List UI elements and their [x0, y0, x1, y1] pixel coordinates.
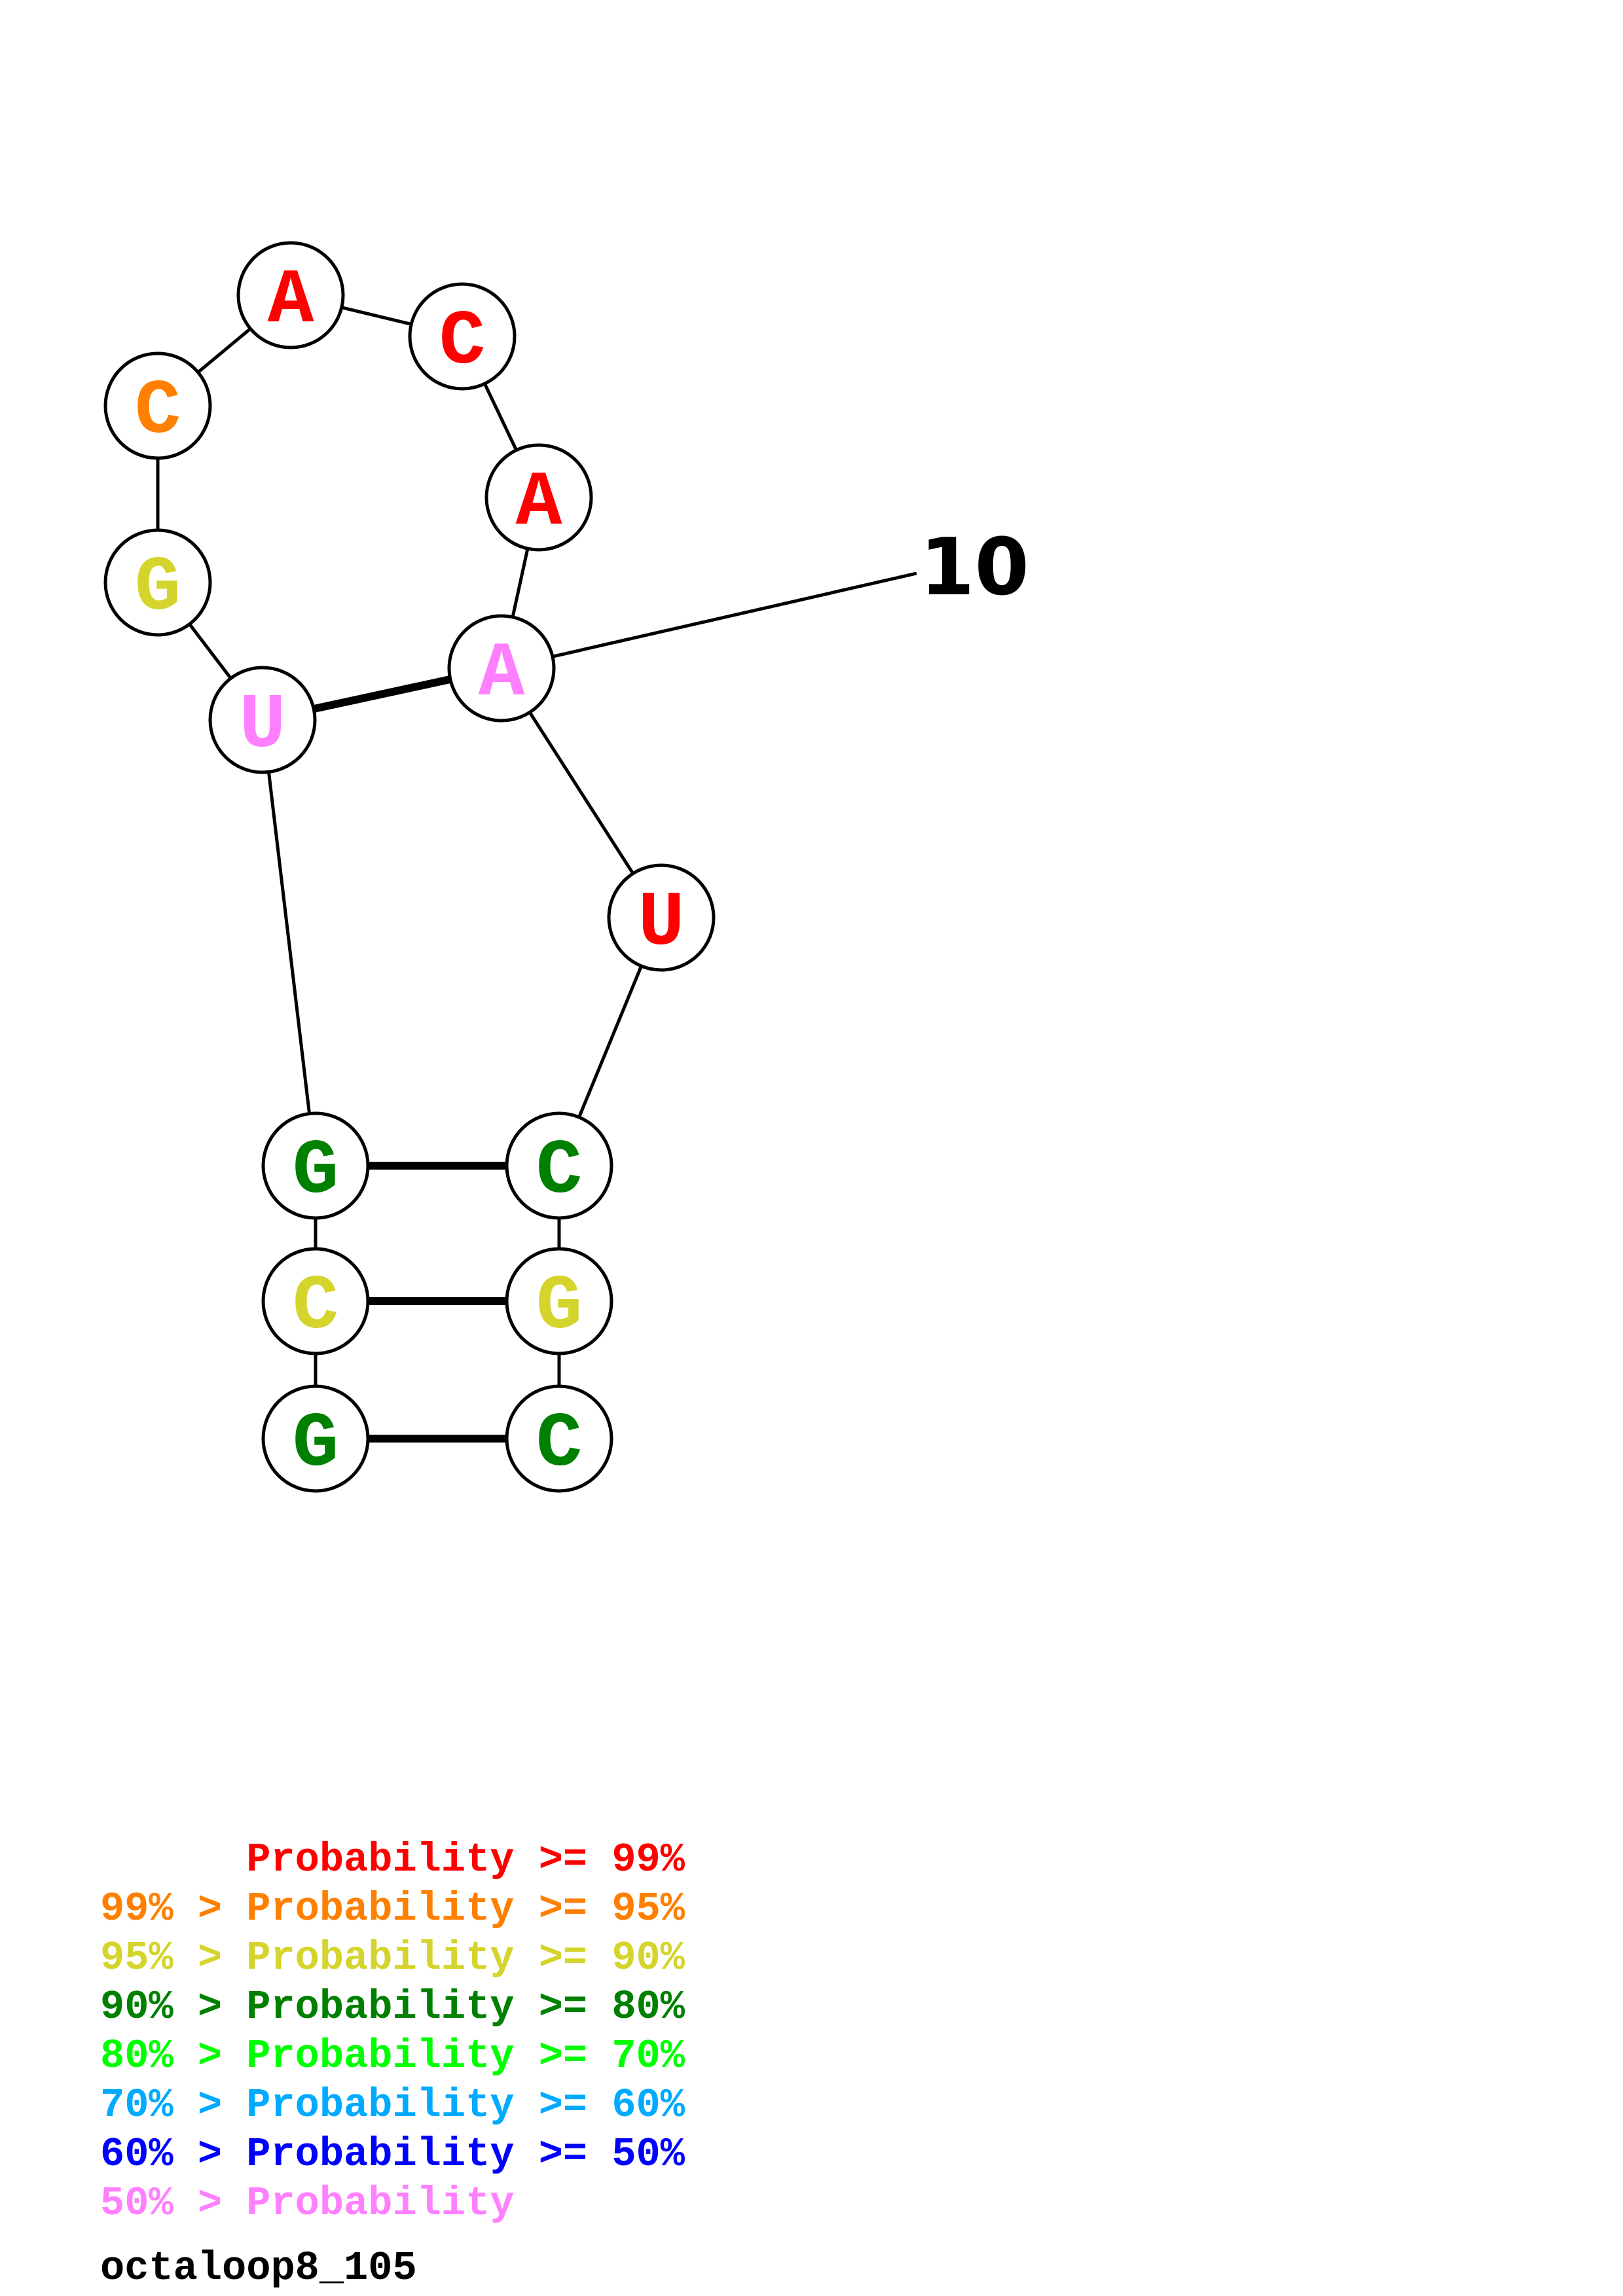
nucleotide-11: U — [607, 863, 716, 972]
nucleotide-circle — [447, 614, 556, 723]
legend-row: 50% > Probability — [100, 2180, 515, 2227]
nucleotide-14: C — [505, 1384, 613, 1493]
nucleotide-10: A — [447, 614, 556, 723]
nucleotide-7: A — [236, 241, 345, 350]
nucleotide-8: C — [408, 282, 517, 391]
legend-row: 80% > Probability >= 70% — [100, 2033, 685, 2079]
position-label-10: 10 — [920, 522, 1029, 613]
nucleotide-circle — [261, 1384, 370, 1493]
nucleotide-circle — [505, 1384, 613, 1493]
nucleotide-base-label: C — [293, 1264, 339, 1351]
legend-row: 70% > Probability >= 60% — [100, 2082, 685, 2128]
backbone-edge — [261, 719, 318, 1166]
nucleotide-13: G — [505, 1247, 613, 1355]
nucleotide-base-label: A — [516, 460, 562, 547]
nucleotide-base-label: A — [479, 631, 525, 718]
nucleotide-circle — [208, 666, 317, 774]
nucleotide-5: G — [103, 528, 212, 637]
nucleotide-circle — [505, 1247, 613, 1355]
position-label-line — [501, 571, 917, 670]
legend-row: Probability >= 99% — [100, 1837, 685, 1883]
nucleotide-circle — [103, 351, 212, 460]
nucleotide-base-label: C — [135, 368, 181, 456]
nucleotide-12: C — [505, 1111, 613, 1220]
nucleotide-circle — [505, 1111, 613, 1220]
nucleotide-base-label: U — [240, 683, 286, 770]
nucleotide-9: A — [484, 443, 593, 552]
nucleotide-2: C — [261, 1247, 370, 1355]
nucleotide-circle — [103, 528, 212, 637]
nucleotide-6: C — [103, 351, 212, 460]
legend-row: 90% > Probability >= 80% — [100, 1984, 685, 2030]
nucleotide-base-label: C — [439, 299, 486, 386]
label-connector-line — [501, 571, 917, 670]
legend-row: 99% > Probability >= 95% — [100, 1886, 685, 1932]
legend-row: 95% > Probability >= 90% — [100, 1935, 685, 1981]
nucleotide-4: U — [208, 666, 317, 774]
nucleotide-base-label: G — [135, 545, 181, 632]
nucleotide-circle — [261, 1247, 370, 1355]
nucleotide-1: G — [261, 1384, 370, 1493]
nucleotide-base-label: C — [536, 1128, 583, 1215]
nucleotide-base-label: C — [536, 1401, 583, 1488]
nucleotide-circle — [236, 241, 345, 350]
nucleotide-circle — [408, 282, 517, 391]
nucleotide-circle — [607, 863, 716, 972]
nucleotide-base-label: G — [536, 1264, 583, 1351]
probability-legend: Probability >= 99%99% > Probability >= 9… — [100, 1837, 685, 2227]
nucleotide-base-label: G — [293, 1401, 339, 1488]
nucleotide-3: G — [261, 1111, 370, 1220]
nucleotide-base-label: G — [293, 1128, 339, 1215]
nucleotide-circle — [261, 1111, 370, 1220]
nucleotide-circle — [484, 443, 593, 552]
legend-row: 60% > Probability >= 50% — [100, 2131, 685, 2178]
structure-name: octaloop8_105 — [100, 2245, 417, 2291]
nucleotide-base-label: U — [638, 880, 685, 967]
nucleotide-base-label: A — [268, 258, 314, 345]
